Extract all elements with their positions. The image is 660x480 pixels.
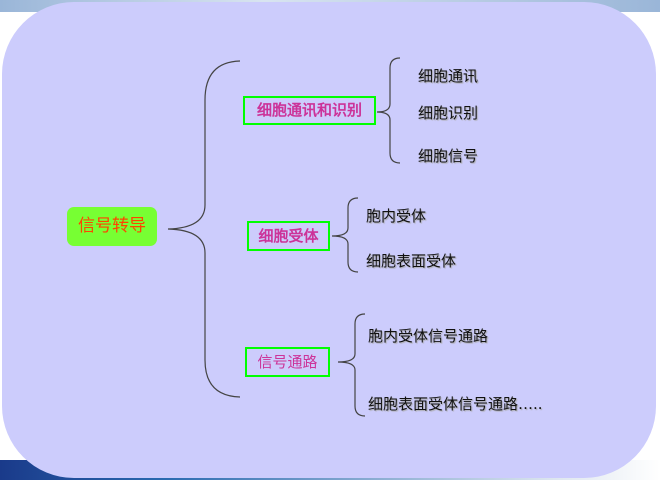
- leaf-intracellular-receptor: 胞内受体: [366, 207, 427, 225]
- category-cell-communication: 细胞通讯和识别: [243, 96, 376, 125]
- leaf-surface-pathway: 细胞表面受体信号通路…..: [368, 395, 543, 413]
- brace-pathway: [337, 313, 366, 417]
- brace-communication: [376, 57, 401, 164]
- leaf-surface-receptor: 细胞表面受体: [366, 252, 457, 270]
- leaf-intracellular-pathway: 胞内受体信号通路: [368, 327, 489, 345]
- category-cell-receptor: 细胞受体: [247, 221, 330, 251]
- leaf-cell-signal: 细胞信号: [418, 147, 479, 165]
- brace-receptor: [331, 197, 359, 273]
- root-node: 信号转导: [67, 207, 157, 246]
- leaf-cell-recognition: 细胞识别: [418, 104, 479, 122]
- leaf-cell-communication: 细胞通讯: [418, 67, 479, 85]
- category-signal-pathway: 信号通路: [245, 347, 330, 377]
- main-brace: [167, 60, 241, 398]
